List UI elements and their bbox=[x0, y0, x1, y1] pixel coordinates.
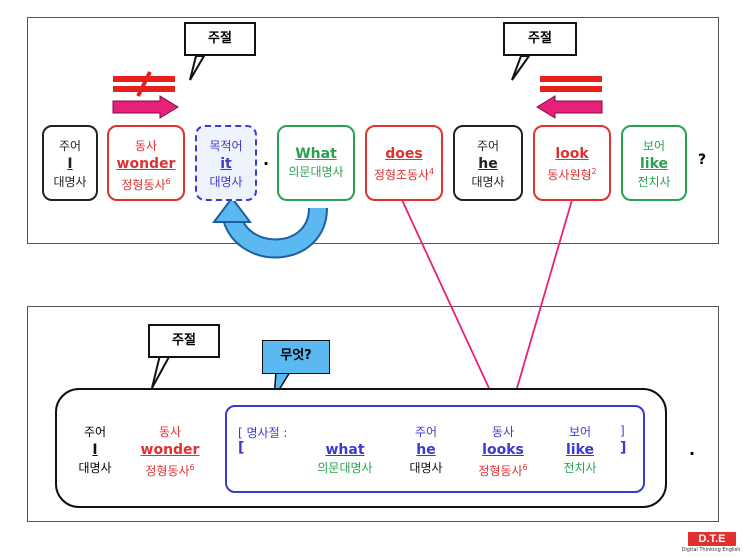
box-look: look 동사원형2 bbox=[533, 125, 611, 201]
period-bottom: . bbox=[688, 440, 696, 459]
noun-clause-close-bracket: ] bbox=[620, 440, 627, 456]
bottom-subject: 주어 I 대명사 bbox=[78, 425, 112, 475]
box-object-it: 목적어 it 대명사 bbox=[195, 125, 257, 201]
noun-clause-close-label: ] bbox=[620, 424, 625, 438]
bubble-tail-left bbox=[189, 55, 206, 81]
curved-arrow-icon bbox=[212, 196, 328, 259]
clause-like: 보어 like 전치사 bbox=[563, 425, 597, 475]
arrow-right-icon bbox=[112, 95, 179, 119]
bubble-main-clause-bottom: 주절 bbox=[148, 324, 220, 358]
arrow-left-icon bbox=[536, 95, 603, 119]
dte-logo: D.T.E bbox=[688, 532, 736, 546]
bubble-main-clause-left: 주절 bbox=[184, 22, 256, 56]
bubble-question: 무엇? bbox=[262, 340, 330, 374]
clause-he: 주어 he 대명사 bbox=[409, 425, 443, 475]
cancel-bars-left bbox=[113, 71, 175, 97]
clause-looks: 동사 looks 정형동사6 bbox=[478, 425, 528, 478]
dte-logo-subtitle: Digital Thinking English bbox=[681, 547, 741, 553]
box-does: does 정형조동사4 bbox=[365, 125, 443, 201]
period-top: . bbox=[262, 150, 270, 169]
bubble-tail-main bbox=[151, 354, 172, 389]
bubble-main-clause-right: 주절 bbox=[503, 22, 577, 56]
noun-clause-box bbox=[225, 405, 645, 493]
noun-clause-label: [ 명사절 : bbox=[238, 426, 288, 440]
noun-clause-open-bracket: [ bbox=[238, 440, 245, 456]
box-subject-I: 주어 I 대명사 bbox=[42, 125, 98, 201]
box-what: What 의문대명사 bbox=[277, 125, 355, 201]
box-verb-wonder: 동사 wonder 정형동사6 bbox=[107, 125, 185, 201]
merge-arrows bbox=[401, 199, 573, 420]
bubble-tail-right bbox=[511, 55, 531, 81]
clause-what: what 의문대명사 bbox=[317, 442, 373, 475]
bottom-verb: 동사 wonder 정형동사6 bbox=[140, 425, 200, 478]
equal-bars-right bbox=[540, 76, 602, 92]
box-subject-he: 주어 he 대명사 bbox=[453, 125, 523, 201]
box-complement-like: 보어 like 전치사 bbox=[621, 125, 687, 201]
question-mark: ? bbox=[697, 152, 707, 168]
